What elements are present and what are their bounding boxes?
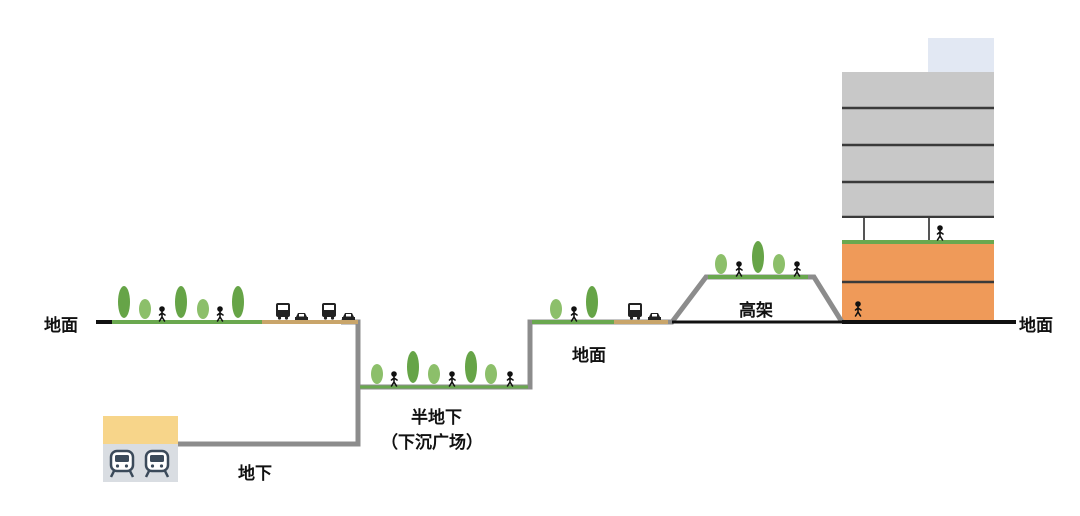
tree-icon (586, 286, 598, 318)
tree-icon (773, 254, 785, 274)
station-plaza-yellow (103, 416, 178, 444)
pedestrian-icon (216, 306, 224, 322)
tree-icon (715, 254, 727, 274)
tree-icon (428, 364, 440, 384)
tree-icon (485, 364, 497, 384)
trees-left-ground (118, 286, 244, 319)
car-icon (648, 313, 661, 320)
pedestrian-icon (390, 371, 398, 387)
pedestrians (158, 225, 944, 387)
high-rise-building (842, 38, 994, 322)
tree-icon (197, 299, 209, 319)
label-ground-left: 地面 (44, 316, 78, 336)
tree-icon (118, 286, 130, 318)
label-ground-right: 地面 (1019, 316, 1053, 336)
tree-icon (232, 286, 244, 318)
vehicles (276, 303, 661, 320)
pedestrian-icon (506, 371, 514, 387)
section-profile (96, 274, 1016, 447)
section-path-ground-to-semi (341, 319, 361, 387)
bus-icon (322, 303, 336, 320)
label-elevated: 高架 (739, 301, 773, 321)
building-pilotis-space (842, 218, 994, 242)
tree-icon (407, 351, 419, 383)
pedestrian-icon (936, 225, 944, 241)
label-sunken-plaza: （下沉广场） (381, 433, 483, 453)
pedestrian-icon (854, 301, 862, 317)
label-ground-middle: 地面 (572, 346, 606, 366)
tree-icon (465, 351, 477, 383)
subway-station (103, 416, 178, 482)
bus-icon (628, 303, 642, 320)
label-semi-underground: 半地下 (411, 408, 462, 428)
building-sky-backdrop (928, 38, 994, 74)
bus-icon (276, 303, 290, 320)
tree-icon (139, 299, 151, 319)
train-icon (109, 449, 135, 478)
trees-sunken-plaza (371, 351, 497, 384)
pedestrian-icon (735, 261, 743, 277)
pedestrian-icon (158, 306, 166, 322)
pedestrian-icon (793, 261, 801, 277)
tree-icon (550, 299, 562, 319)
tree-icon (371, 364, 383, 384)
car-icon (342, 313, 355, 320)
tree-icon (752, 241, 764, 273)
pedestrian-icon (448, 371, 456, 387)
trees-elevated (715, 241, 785, 274)
trees-middle-ground (550, 286, 598, 319)
pedestrian-icon (570, 306, 578, 322)
label-underground: 地下 (238, 464, 272, 484)
tree-icon (175, 286, 187, 318)
train-icon (144, 449, 170, 478)
car-icon (295, 313, 308, 320)
